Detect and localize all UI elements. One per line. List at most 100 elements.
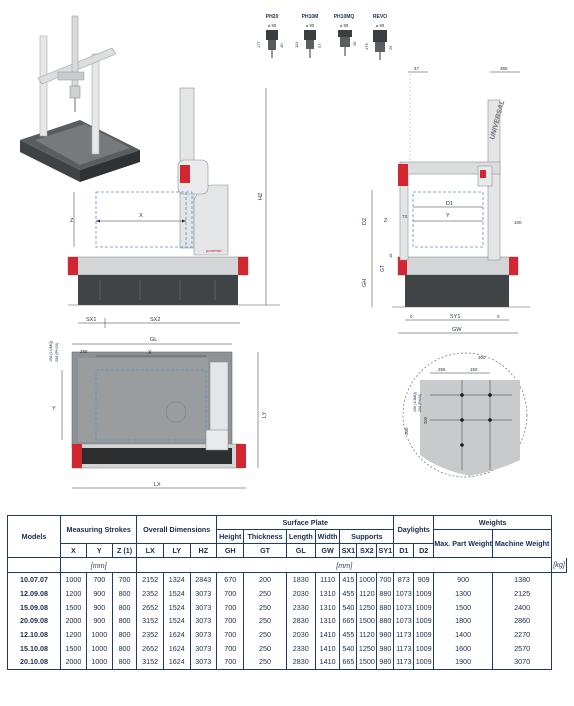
value-cell: 1000: [356, 572, 378, 587]
svg-text:GL: GL: [150, 337, 157, 343]
svg-text:300: 300: [478, 355, 486, 360]
svg-text:Y: Y: [52, 406, 56, 412]
value-cell: 980: [376, 655, 395, 670]
svg-text:D1: D1: [446, 201, 453, 207]
value-cell: 1173: [393, 627, 415, 642]
svg-text:156 (1/1MQ): 156 (1/1MQ): [413, 392, 417, 412]
value-cell: 2000: [60, 614, 87, 628]
value-cell: 250: [243, 586, 287, 601]
value-cell: 800: [111, 627, 138, 642]
value-cell: 1410: [314, 641, 341, 656]
value-cell: 2860: [492, 614, 553, 628]
svg-text:365: 365: [500, 66, 508, 71]
value-cell: 1600: [433, 641, 494, 656]
svg-text:D2: D2: [362, 218, 368, 225]
value-cell: 1400: [433, 627, 494, 642]
sub-height: Height: [216, 529, 245, 544]
value-cell: 1310: [314, 586, 341, 601]
sub-width: Width: [314, 529, 341, 544]
svg-text:HZ: HZ: [258, 192, 264, 200]
svg-text:255: 255: [80, 349, 88, 354]
value-cell: 2152: [136, 572, 164, 587]
value-cell: 1000: [60, 572, 87, 587]
units-row: [mm] [mm] [kg]: [7, 557, 567, 573]
value-cell: 2330: [285, 641, 316, 656]
value-cell: 800: [111, 614, 138, 628]
front-view-drawing: powerdd X Z HZ SX1 SX2: [67, 87, 280, 328]
value-cell: 2652: [136, 600, 164, 615]
value-cell: 665: [339, 655, 358, 670]
svg-text:⌀ 90: ⌀ 90: [376, 23, 385, 28]
value-cell: 3073: [189, 641, 218, 656]
units-dimensions: [mm]: [136, 557, 553, 573]
value-cell: 1500: [356, 614, 378, 628]
value-cell: 1524: [162, 586, 191, 601]
model-cell: 12.09.08: [7, 586, 61, 601]
value-cell: 2400: [492, 600, 553, 615]
value-cell: 665: [339, 614, 358, 628]
value-cell: 3073: [189, 655, 218, 670]
technical-drawings: PH20 ⌀ 90 177 40 PH10M ⌀ 90 113 57 PH10M…: [20, 14, 530, 489]
value-cell: 2030: [285, 627, 316, 642]
value-cell: 1524: [162, 600, 191, 615]
sub-thickness: Thickness: [243, 529, 287, 544]
value-cell: 670: [216, 572, 245, 587]
value-cell: 250: [243, 614, 287, 628]
value-cell: 700: [111, 572, 138, 587]
value-cell: 1310: [314, 600, 341, 615]
svg-text:LY: LY: [262, 411, 268, 418]
value-cell: 1120: [356, 627, 378, 642]
svg-text:18: 18: [388, 253, 393, 258]
model-cell: 15.09.08: [7, 600, 61, 615]
value-cell: 1250: [356, 600, 378, 615]
units-weights: [kg]: [551, 557, 567, 573]
value-cell: 2352: [136, 627, 164, 642]
group-surface-plate: Surface Plate: [216, 515, 395, 530]
col-x: X: [60, 543, 87, 558]
value-cell: 980: [376, 627, 395, 642]
value-cell: 1410: [314, 655, 341, 670]
svg-text:GW: GW: [452, 327, 462, 333]
value-cell: 1110: [314, 572, 341, 587]
value-cell: 250: [243, 627, 287, 642]
value-cell: 1009: [413, 627, 435, 642]
svg-text:⌀ 90: ⌀ 90: [340, 23, 349, 28]
svg-text:100: 100: [514, 220, 522, 225]
svg-text:176: 176: [364, 43, 369, 50]
value-cell: 1310: [314, 614, 341, 628]
svg-text:156 (1/1MQ): 156 (1/1MQ): [49, 340, 53, 362]
svg-text:255: 255: [438, 367, 446, 372]
side-view-drawing: UNIVERSAL Y D1 73 100 Z D2 18 GT GH 0 0 …: [362, 66, 530, 334]
value-cell: 1000: [85, 627, 113, 642]
value-cell: 1830: [285, 572, 316, 587]
value-cell: 1800: [433, 614, 494, 628]
svg-text:300: 300: [404, 427, 409, 435]
probe-label: PH10M: [302, 14, 319, 20]
value-cell: 540: [339, 600, 358, 615]
value-cell: 800: [111, 655, 138, 670]
value-cell: 3073: [189, 614, 218, 628]
value-cell: 900: [85, 600, 113, 615]
svg-text:GH: GH: [362, 279, 368, 287]
value-cell: 250: [243, 655, 287, 670]
value-cell: 700: [216, 600, 245, 615]
value-cell: 1009: [413, 655, 435, 670]
value-cell: 1073: [393, 614, 415, 628]
svg-text:28: 28: [352, 41, 357, 46]
value-cell: 909: [413, 572, 435, 587]
value-cell: 2843: [189, 572, 218, 587]
value-cell: 3073: [189, 627, 218, 642]
col-gw: GW: [314, 543, 341, 558]
value-cell: 1200: [60, 627, 87, 642]
group-weights: Weights: [433, 515, 553, 530]
svg-text:57: 57: [317, 43, 322, 48]
value-cell: 540: [339, 641, 358, 656]
col-sx2: SX2: [356, 543, 378, 558]
value-cell: 700: [216, 627, 245, 642]
value-cell: 1200: [60, 586, 87, 601]
value-cell: 2830: [285, 614, 316, 628]
value-cell: 1380: [492, 572, 553, 587]
